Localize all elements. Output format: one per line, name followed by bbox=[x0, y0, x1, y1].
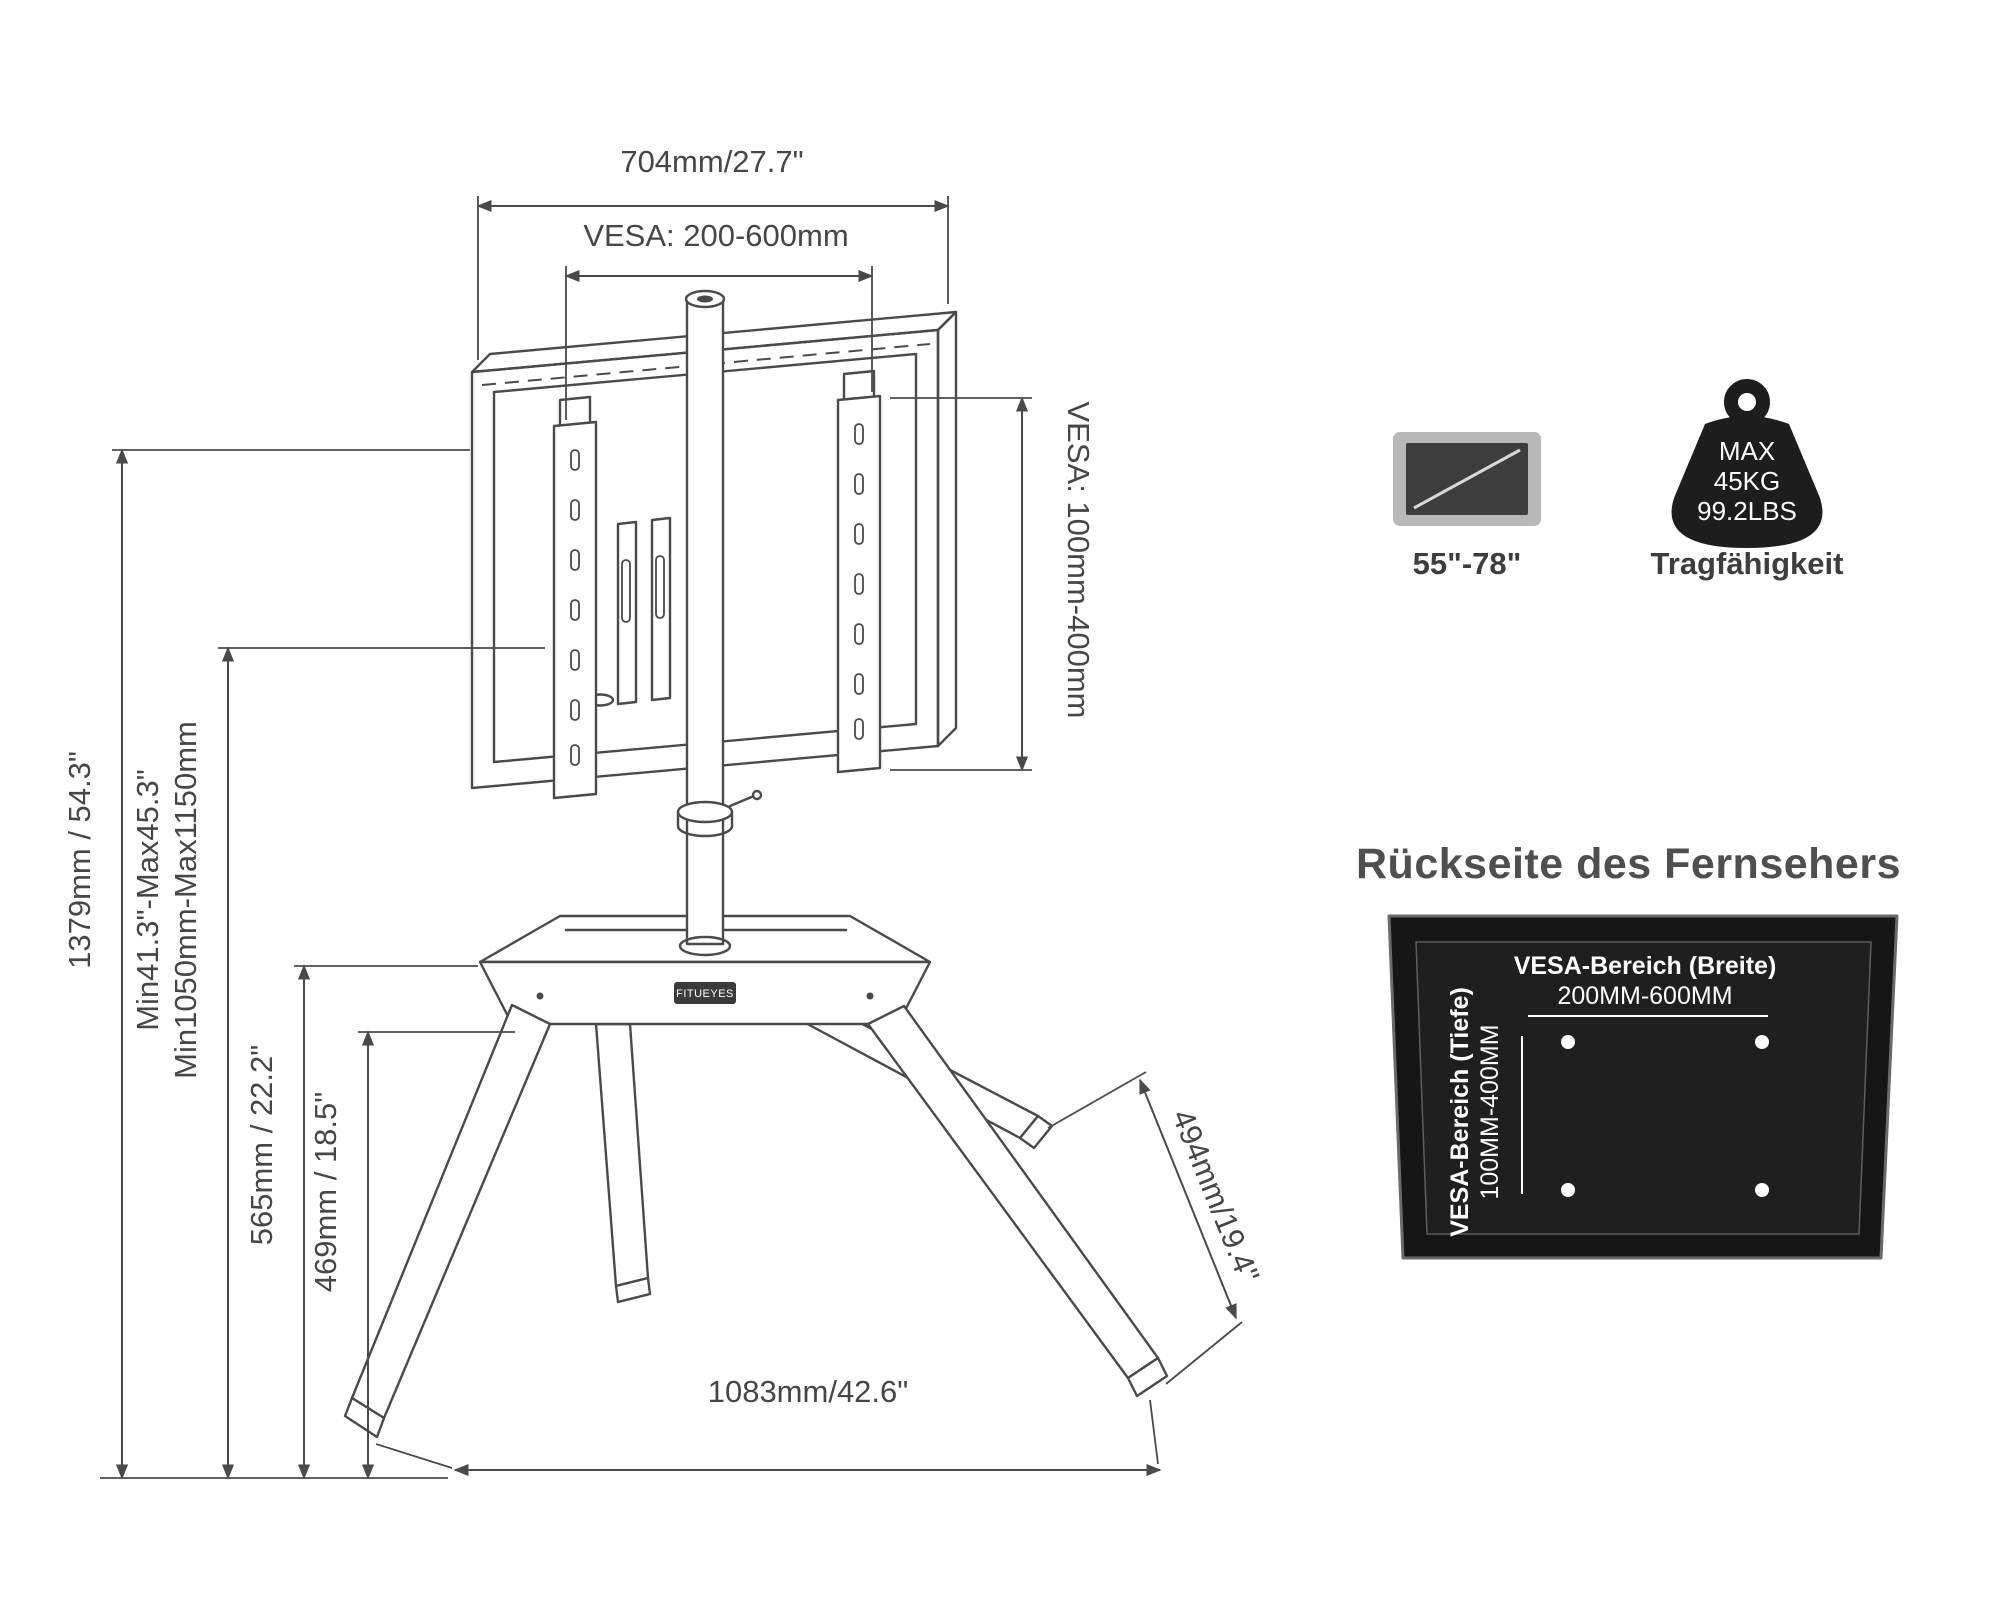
collar-lever bbox=[728, 794, 756, 808]
pole-socket bbox=[678, 935, 732, 957]
back-panel-title: Rückseite des Fernsehers bbox=[1356, 840, 1901, 888]
frame-inner-bezel bbox=[492, 352, 918, 764]
dim-vesa-height-label: VESA: 100mm-400mm bbox=[1061, 402, 1096, 719]
dim-565-label: 565mm / 22.2" bbox=[244, 1045, 279, 1246]
tv-bracket-frame bbox=[470, 310, 958, 790]
vesa-depth-value: 100MM-400MM bbox=[1476, 1024, 1504, 1199]
screen-size-icon bbox=[1393, 432, 1541, 526]
vesa-hole-bottom-right bbox=[1755, 1183, 1769, 1197]
brand-logo: FITUEYES bbox=[676, 988, 734, 1000]
leg-front-left bbox=[343, 1003, 552, 1439]
dim-vesa-width-label: VESA: 200-600mm bbox=[583, 218, 848, 253]
vesa-rail-right bbox=[836, 369, 882, 774]
body-screw-right bbox=[866, 992, 874, 1000]
kettlebell-body bbox=[1671, 416, 1823, 548]
vesa-width-label: VESA-Bereich (Breite) bbox=[1514, 952, 1777, 980]
dim-base-width-label: 1083mm/42.6" bbox=[708, 1374, 909, 1409]
vesa-depth-label: VESA-Bereich (Tiefe) bbox=[1446, 987, 1474, 1237]
dim-adj-height-mm-label: Min1050mm-Max1150mm bbox=[168, 721, 203, 1079]
dimension-lines bbox=[100, 196, 1243, 1480]
screen-size-label: 55"-78" bbox=[1413, 546, 1522, 581]
kettlebell-handle bbox=[1724, 379, 1770, 425]
vesa-hole-bottom-left bbox=[1561, 1183, 1575, 1197]
collar-lever-knob bbox=[751, 789, 763, 801]
weight-capacity-label: Tragfähigkeit bbox=[1651, 546, 1844, 581]
leg-rear-left bbox=[594, 1022, 652, 1304]
crossbar-dashed-line bbox=[481, 343, 931, 386]
weight-kg-line: 45KG bbox=[1714, 466, 1781, 496]
vesa-width-value: 200MM-600MM bbox=[1557, 982, 1732, 1010]
vesa-mount-holes bbox=[1561, 1035, 1769, 1197]
weight-lbs-line: 99.2LBS bbox=[1697, 496, 1797, 526]
dim-total-height-label: 1379mm / 54.3" bbox=[62, 751, 97, 969]
leg-front-right bbox=[866, 1004, 1169, 1398]
vesa-hole-top-left bbox=[1561, 1035, 1575, 1049]
weight-max-line: MAX bbox=[1719, 436, 1775, 466]
tv-back-panel: VESA-Bereich (Breite) 200MM-600MM VESA-B… bbox=[1387, 914, 1899, 1260]
vesa-hole-top-right bbox=[1755, 1035, 1769, 1049]
depth-adjust-tabs bbox=[616, 516, 672, 706]
height-adjust-collar bbox=[676, 789, 763, 838]
vesa-rail-left bbox=[552, 395, 598, 800]
pole-top-hole bbox=[697, 295, 713, 303]
brand-logo-plate bbox=[674, 982, 736, 1004]
dim-469-label: 469mm / 18.5" bbox=[308, 1092, 343, 1293]
frame-right-face bbox=[936, 310, 958, 748]
rail-left-slots bbox=[570, 449, 580, 766]
support-pole bbox=[678, 289, 732, 957]
dim-adj-height-inch-label: Min41.3"-Max45.3" bbox=[130, 769, 165, 1031]
weight-capacity-icon: MAX 45KG 99.2LBS bbox=[1671, 379, 1823, 548]
body-screw-left bbox=[536, 992, 544, 1000]
rail-right-slots bbox=[854, 423, 864, 740]
dim-top-width-label: 704mm/27.7" bbox=[620, 144, 803, 179]
dim-base-depth-label: 494mm/19.4" bbox=[1165, 1105, 1266, 1288]
